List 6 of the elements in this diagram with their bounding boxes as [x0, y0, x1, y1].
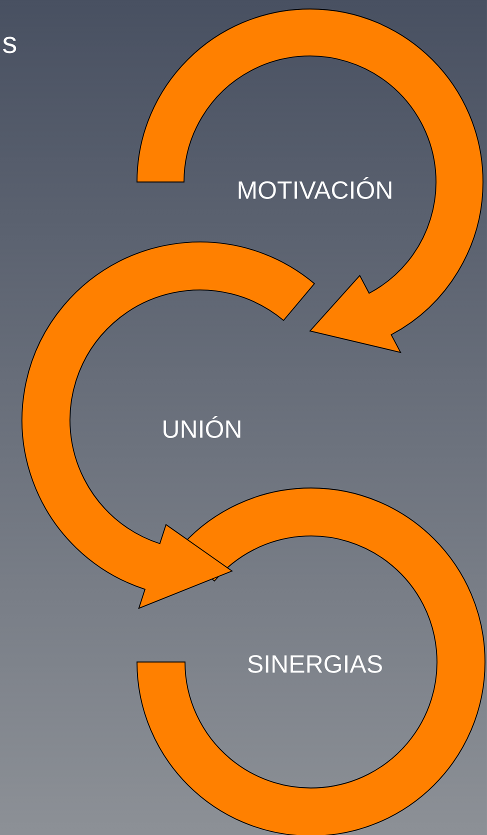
step-label: MOTIVACIÓN	[238, 177, 392, 199]
step-label: SINERGIAS	[248, 655, 382, 673]
curved-arrow	[136, 8, 484, 353]
title-text: s	[3, 36, 16, 54]
step-label: UNIÓN	[164, 416, 240, 438]
curved-arrow	[22, 242, 315, 609]
